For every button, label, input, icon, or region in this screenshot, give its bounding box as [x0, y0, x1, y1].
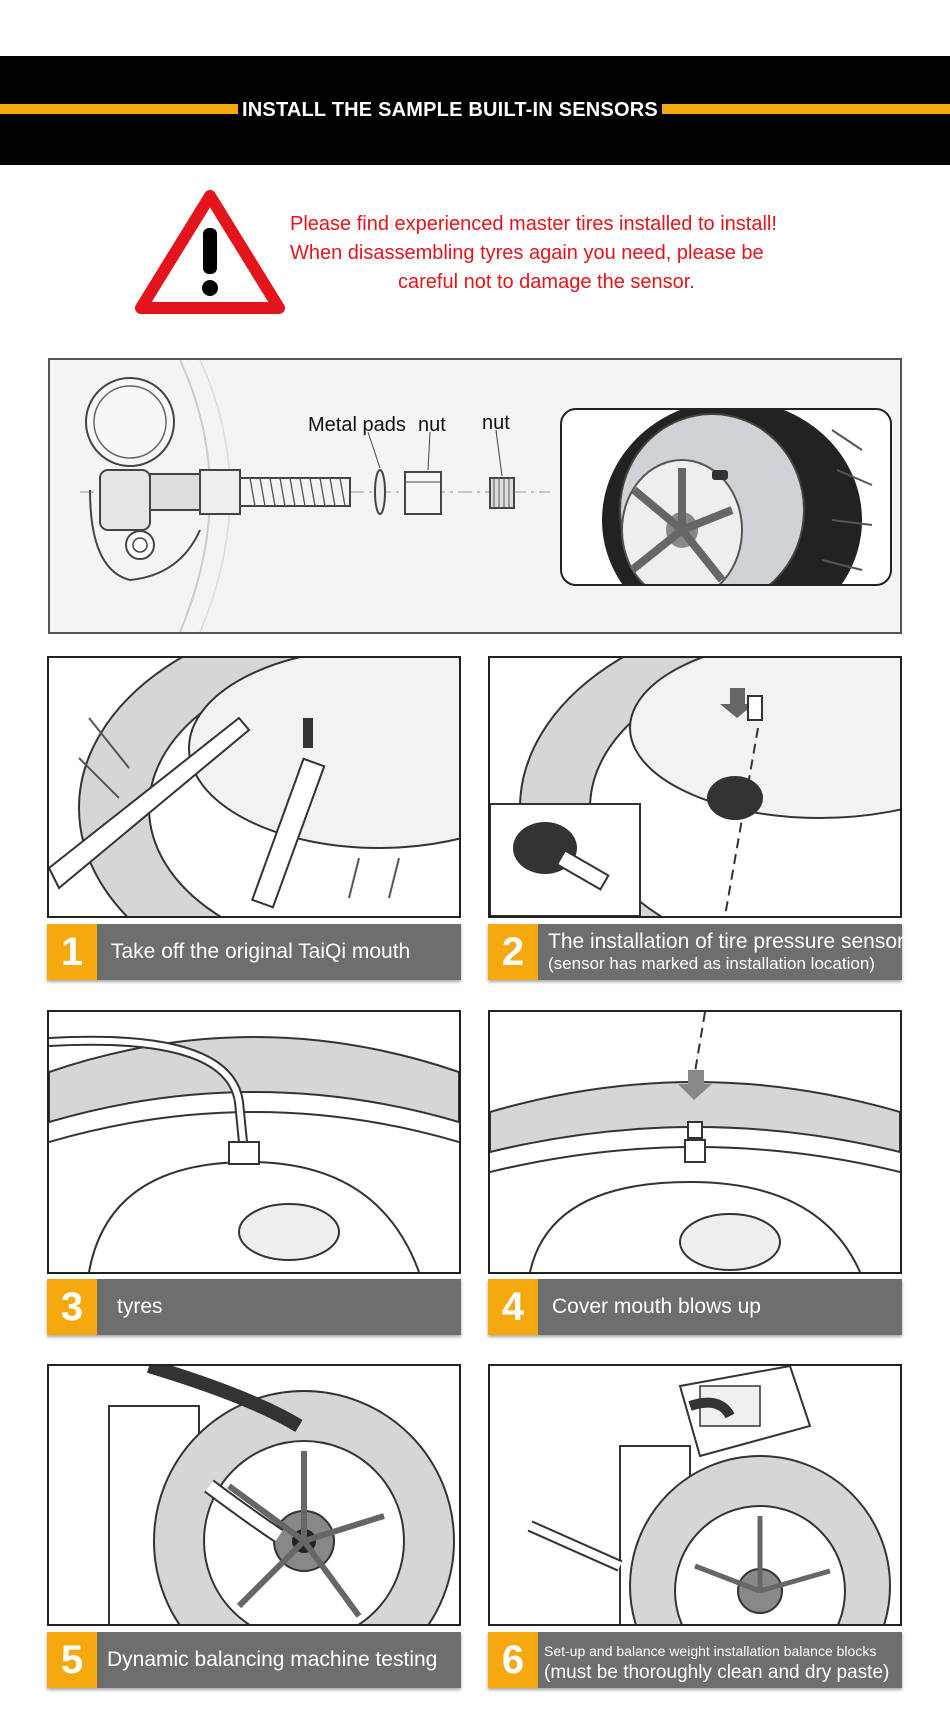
valve-cap-illustration: [490, 1012, 900, 1272]
step-text: The installation of tire pressure sensor…: [548, 931, 904, 987]
metal-pads-label: Metal pads: [308, 414, 406, 436]
balance-weight-illustration: [527, 1366, 891, 1624]
step-5-illustration: [47, 1364, 461, 1626]
balancing-machine-illustration: [108, 1366, 455, 1624]
step-number: 4: [488, 1279, 538, 1335]
step-1-caption: 1 Take off the original TaiQi mouth: [47, 924, 461, 980]
warning-message: Please find experienced master tires ins…: [290, 210, 880, 297]
step-1-illustration: [47, 656, 461, 918]
step-6-illustration: [488, 1364, 902, 1626]
step-main: Set-up and balance weight installation b…: [544, 1643, 877, 1659]
header-banner: INSTALL THE SAMPLE BUILT-IN SENSORS: [0, 56, 950, 165]
step-text: Take off the original TaiQi mouth: [111, 940, 411, 963]
parts-diagram: Metal pads nut nut: [48, 358, 902, 634]
step-number: 3: [47, 1279, 97, 1335]
step-text: Set-up and balance weight installation b…: [544, 1639, 889, 1695]
warning-line: Please find experienced master tires ins…: [290, 213, 777, 235]
sensor-parts-illustration: [80, 360, 550, 632]
step-sub: (must be thoroughly clean and dry paste): [544, 1662, 890, 1683]
sensor-install-illustration: [490, 658, 900, 916]
step-5-caption: 5 Dynamic balancing machine testing: [47, 1632, 461, 1688]
step-sub: (sensor has marked as installation locat…: [548, 954, 875, 973]
step-3-caption: 3 tyres: [47, 1279, 461, 1335]
warning-line: When disassembling tyres again you need,…: [290, 242, 764, 264]
step-text: Dynamic balancing machine testing: [107, 1648, 438, 1671]
step-text: Cover mouth blows up: [552, 1295, 761, 1318]
step-number: 6: [488, 1632, 538, 1688]
step-number: 5: [47, 1632, 97, 1688]
wheel-inset: [560, 408, 892, 586]
step-4-illustration: [488, 1010, 902, 1274]
tire-lever-illustration: [49, 658, 459, 916]
wheel-illustration: [602, 410, 873, 584]
step-6-caption: 6 Set-up and balance weight installation…: [488, 1632, 902, 1688]
step-2-illustration: [488, 656, 902, 918]
warning-line: careful not to damage the sensor.: [398, 271, 695, 293]
warning-triangle-icon: [135, 190, 285, 314]
page-title: INSTALL THE SAMPLE BUILT-IN SENSORS: [238, 96, 662, 124]
step-3-illustration: [47, 1010, 461, 1274]
step-text: tyres: [117, 1295, 163, 1318]
step-2-caption: 2 The installation of tire pressure sens…: [488, 924, 904, 980]
nut-label: nut: [418, 414, 446, 436]
step-4-caption: 4 Cover mouth blows up: [488, 1279, 902, 1335]
step-main: The installation of tire pressure sensor: [548, 930, 905, 953]
nut-label: nut: [482, 412, 510, 434]
tire-inflate-illustration: [49, 1035, 459, 1272]
step-number: 1: [47, 924, 97, 980]
step-number: 2: [488, 924, 538, 980]
